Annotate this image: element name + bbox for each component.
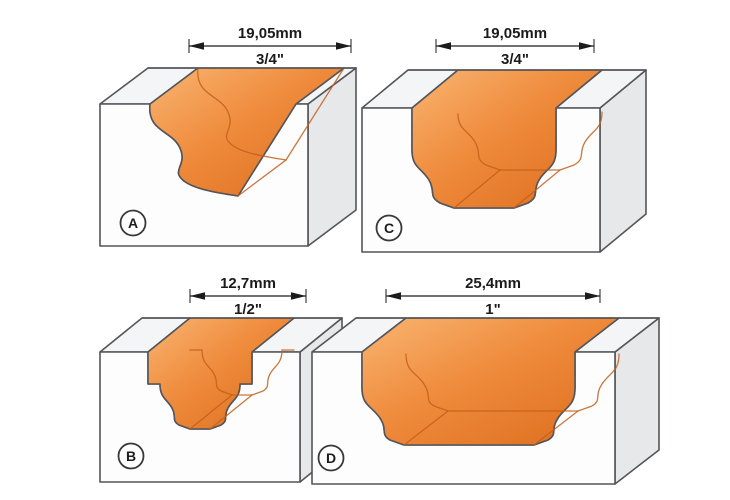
block-d-cut-back-profile (405, 353, 620, 412)
label-circle-d (317, 444, 345, 472)
label-circle-a (119, 209, 147, 237)
block-c-letter: C (384, 220, 394, 236)
dim-a-inch-label: 3/4" (256, 51, 284, 68)
block-b: B (99, 317, 343, 483)
dim-b-arrow-left (190, 292, 205, 300)
dimension-b: 12,7mm 1/2" (189, 275, 307, 318)
block-d: D (311, 317, 660, 485)
block-c-cut-ridge-left (453, 169, 501, 209)
block-d-letter: D (326, 450, 336, 466)
label-circle-b (117, 442, 145, 470)
block-c-groove-cut-face (411, 69, 603, 209)
block-d-groove-cut-face (361, 317, 620, 446)
dim-d-inch-label: 1" (485, 301, 500, 318)
block-a: A (99, 67, 357, 247)
dim-b-inch-label: 1/2" (234, 301, 262, 318)
dim-a-arrow-right (336, 42, 351, 50)
dim-d-mm-label: 25,4mm (465, 275, 521, 292)
block-a-letter: A (128, 215, 138, 231)
dim-b-arrow-right (291, 292, 306, 300)
dim-d-arrow-right (585, 292, 600, 300)
dim-c-arrow-right (579, 42, 594, 50)
dim-a-arrow-left (189, 42, 204, 50)
block-b-groove-cut-face (147, 317, 295, 430)
dimension-d: 25,4mm 1" (385, 275, 601, 318)
dim-d-arrow-left (386, 292, 401, 300)
dimension-c: 19,05mm 3/4" (435, 25, 595, 68)
block-b-letter: B (126, 448, 136, 464)
block-c: C (361, 69, 647, 253)
dimension-a: 19,05mm 3/4" (188, 25, 352, 68)
block-a-cut-ridge (237, 67, 345, 197)
dim-c-mm-label: 19,05mm (483, 25, 547, 42)
dim-c-inch-label: 3/4" (501, 51, 529, 68)
dim-b-mm-label: 12,7mm (220, 275, 276, 292)
block-a-cut-back-profile (197, 67, 287, 161)
block-b-cut-back-profile (189, 349, 295, 396)
block-c-cut-back-profile-left (457, 111, 603, 171)
block-d-cut-ridge-left (403, 410, 449, 446)
block-c-cut-ridge-right (513, 169, 561, 209)
block-d-cut-ridge-right (533, 410, 579, 446)
dim-c-arrow-left (436, 42, 451, 50)
block-a-ogee-cut-face (149, 67, 345, 197)
block-b-cut-ridge-right (209, 394, 253, 430)
dim-a-mm-label: 19,05mm (238, 25, 302, 42)
label-circle-c (375, 214, 403, 242)
block-b-cut-ridge-left (189, 394, 233, 430)
